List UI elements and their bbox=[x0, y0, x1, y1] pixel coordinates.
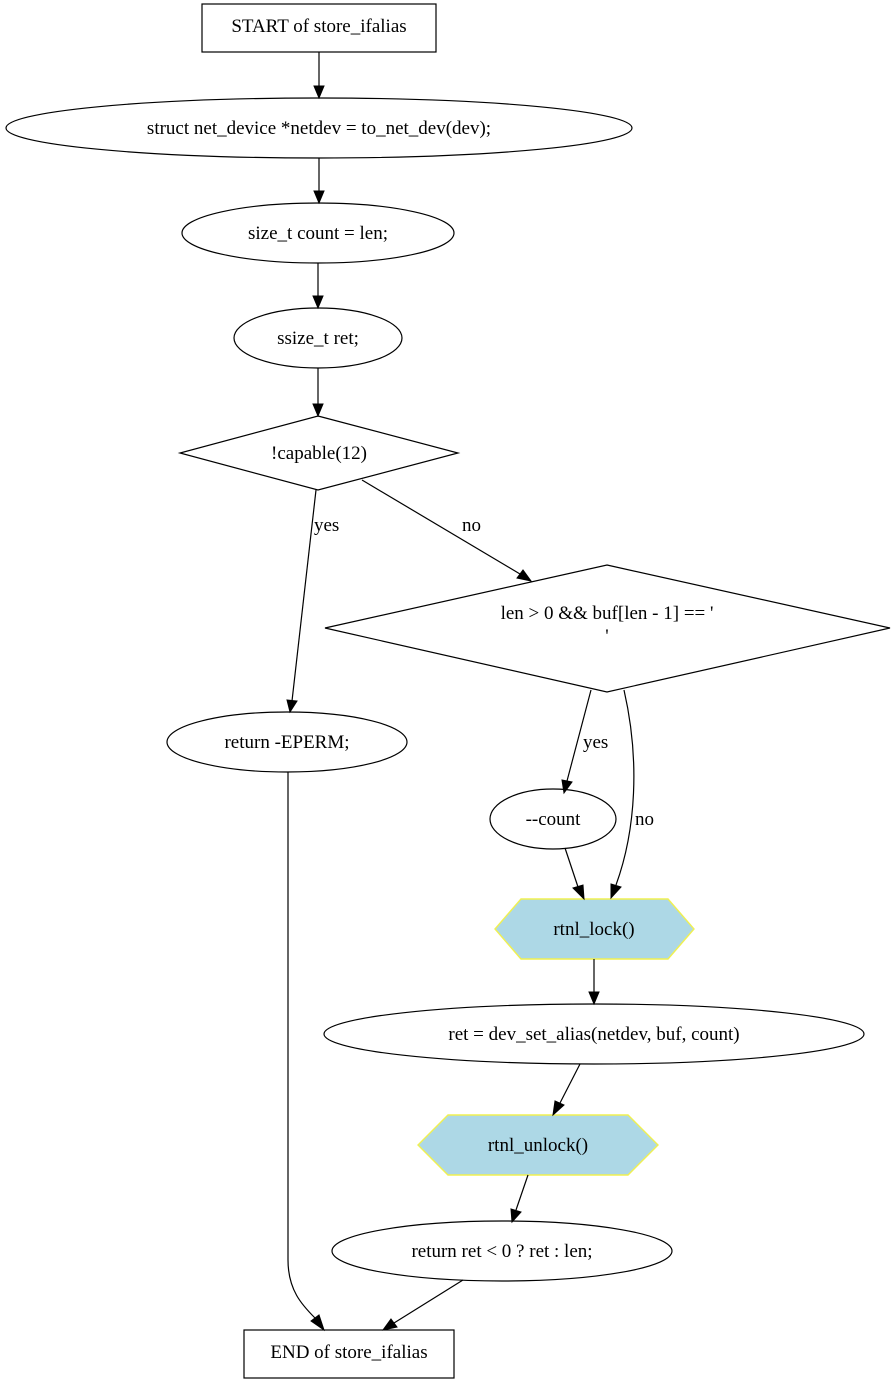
edge-set-alias-to-unlock bbox=[552, 1063, 581, 1117]
return-eperm-label: return -EPERM; bbox=[224, 732, 349, 753]
arrowhead bbox=[552, 1100, 565, 1117]
newline-yes-label: yes bbox=[583, 732, 608, 753]
edge-line bbox=[566, 689, 592, 782]
end-box bbox=[243, 1329, 455, 1379]
newline-check-label-line2: ' bbox=[605, 626, 608, 647]
newline-check-label-line1: len > 0 && buf[len - 1] == ' bbox=[501, 603, 714, 624]
edge-unlock-to-return-ret bbox=[510, 1174, 529, 1224]
edge-return-ret-to-end bbox=[381, 1279, 464, 1331]
node-start: START of store_ifalias bbox=[201, 3, 437, 53]
node-newline-check: len > 0 && buf[len - 1] == ' ' bbox=[324, 564, 891, 693]
capable-yes-label: yes bbox=[314, 515, 339, 536]
return-eperm-ellipse bbox=[166, 711, 408, 773]
end-label: END of store_ifalias bbox=[270, 1342, 427, 1363]
newline-no-label: no bbox=[635, 809, 654, 830]
edge-line bbox=[291, 489, 317, 702]
rtnl-unlock-label: rtnl_unlock() bbox=[488, 1135, 588, 1156]
edge-start-to-netdev bbox=[313, 52, 325, 100]
arrowhead bbox=[313, 190, 325, 205]
edge-newline-no: no bbox=[610, 689, 654, 900]
capable-check-label: !capable(12) bbox=[271, 443, 367, 464]
arrowhead bbox=[381, 1318, 398, 1331]
rtnl-lock-label: rtnl_lock() bbox=[553, 919, 634, 940]
edge-line bbox=[515, 1174, 529, 1211]
node-set-alias: ret = dev_set_alias(netdev, buf, count) bbox=[323, 1003, 865, 1065]
return-ret-ellipse bbox=[331, 1220, 673, 1282]
edge-line bbox=[361, 479, 521, 575]
edge-count-to-ret bbox=[312, 263, 324, 310]
node-netdev-decl: struct net_device *netdev = to_net_dev(d… bbox=[5, 97, 633, 159]
arrowhead bbox=[516, 569, 533, 582]
edge-line bbox=[559, 1063, 581, 1104]
arrowhead bbox=[561, 779, 573, 795]
edge-line bbox=[287, 772, 316, 1319]
edge-newline-yes: yes bbox=[561, 689, 608, 795]
capable-check-diamond bbox=[177, 415, 461, 491]
arrowhead bbox=[313, 85, 325, 100]
node-rtnl-unlock: rtnl_unlock() bbox=[417, 1114, 659, 1176]
newline-check-diamond bbox=[324, 564, 891, 693]
edge-netdev-to-count bbox=[313, 158, 325, 205]
arrowhead bbox=[610, 883, 622, 900]
edge-eperm-to-end bbox=[287, 772, 325, 1332]
node-rtnl-lock: rtnl_lock() bbox=[494, 898, 695, 960]
edge-ret-to-capable bbox=[312, 368, 324, 418]
ret-decl-label: ssize_t ret; bbox=[277, 328, 359, 349]
arrowhead bbox=[312, 295, 324, 310]
node-count-decl: size_t count = len; bbox=[181, 202, 455, 264]
capable-no-label: no bbox=[462, 515, 481, 536]
edge-capable-yes: yes bbox=[286, 489, 339, 714]
node-capable-check: !capable(12) bbox=[177, 415, 461, 491]
start-label: START of store_ifalias bbox=[231, 16, 406, 37]
edge-line bbox=[393, 1279, 464, 1324]
arrowhead bbox=[510, 1208, 522, 1224]
set-alias-label: ret = dev_set_alias(netdev, buf, count) bbox=[448, 1024, 739, 1045]
rtnl-lock-hexagon bbox=[494, 898, 695, 960]
node-return-eperm: return -EPERM; bbox=[166, 711, 408, 773]
node-end: END of store_ifalias bbox=[243, 1329, 455, 1379]
arrowhead bbox=[572, 884, 585, 901]
arrowhead bbox=[588, 991, 600, 1006]
edge-lock-to-set-alias bbox=[588, 959, 600, 1006]
arrowhead bbox=[312, 403, 324, 418]
decrement-count-label: --count bbox=[526, 809, 582, 830]
decrement-count-ellipse bbox=[489, 788, 617, 850]
edge-decrement-to-lock bbox=[564, 847, 585, 901]
arrowhead bbox=[286, 699, 298, 714]
node-ret-decl: ssize_t ret; bbox=[233, 307, 403, 369]
edge-capable-no: no bbox=[361, 479, 533, 582]
rtnl-unlock-hexagon bbox=[417, 1114, 659, 1176]
arrowhead bbox=[310, 1314, 325, 1332]
edge-line bbox=[615, 689, 635, 886]
node-return-ret: return ret < 0 ? ret : len; bbox=[331, 1220, 673, 1282]
node-decrement-count: --count bbox=[489, 788, 617, 850]
return-ret-label: return ret < 0 ? ret : len; bbox=[411, 1241, 592, 1262]
netdev-decl-label: struct net_device *netdev = to_net_dev(d… bbox=[147, 118, 491, 139]
count-decl-label: size_t count = len; bbox=[248, 223, 388, 244]
edge-line bbox=[564, 847, 579, 888]
